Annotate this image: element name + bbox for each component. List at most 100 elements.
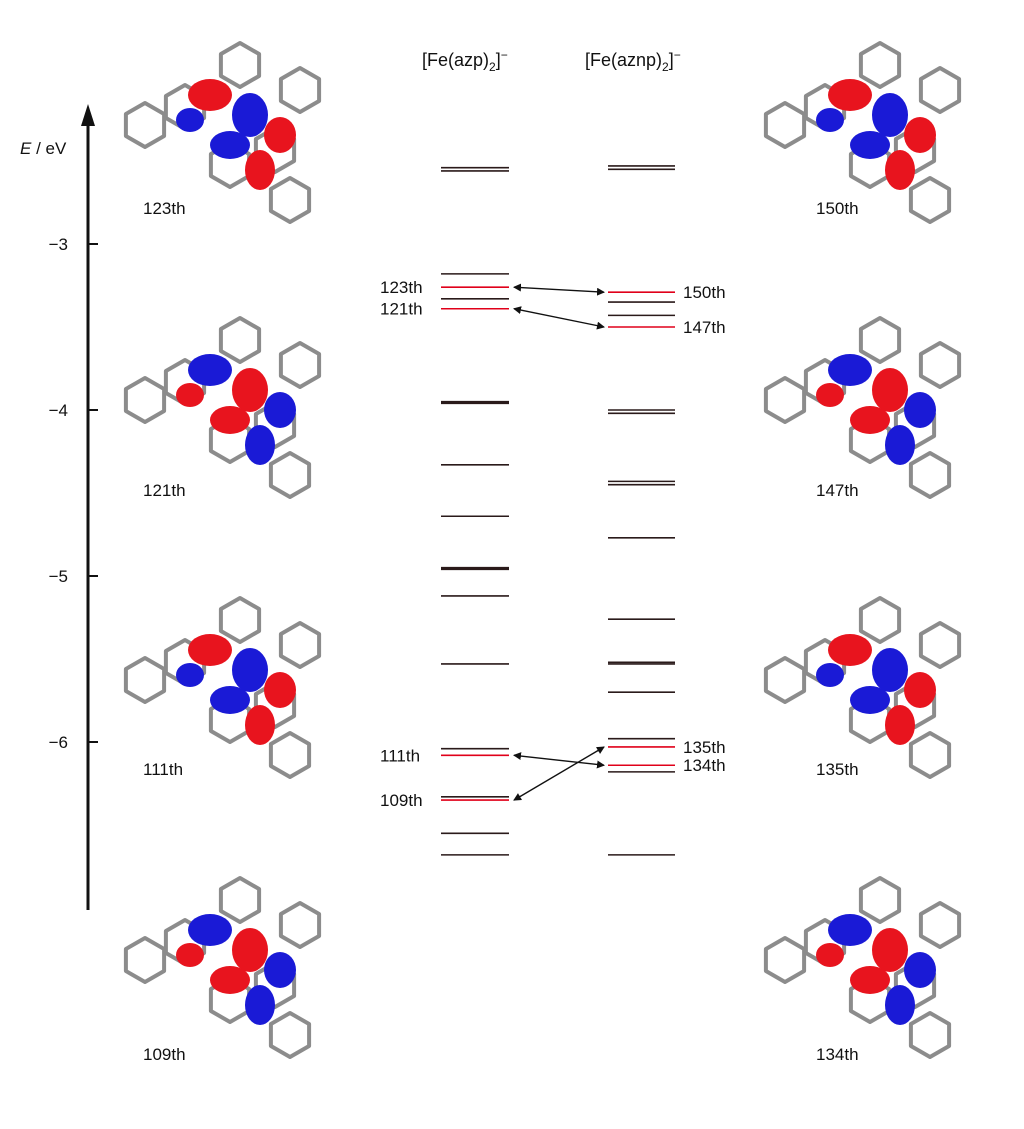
orbital-lobe-positive [176, 383, 204, 407]
molecule-ring [208, 696, 252, 744]
orbital-lobe-negative [245, 425, 275, 465]
molecule-ring [268, 731, 312, 779]
molecule-ring [848, 416, 892, 464]
molecule-ring [763, 936, 807, 984]
molecule-ring [918, 901, 962, 949]
orbital-lobe-positive [904, 117, 936, 153]
molecule-ring [763, 376, 807, 424]
energy-axis-label: E / eV [20, 139, 67, 158]
orbital-lobe-positive [264, 117, 296, 153]
energy-level-label: 134th [683, 756, 726, 775]
orbital-lobe-positive [885, 150, 915, 190]
orbital-lobe-positive [885, 705, 915, 745]
axis-tick-label: −4 [49, 401, 68, 420]
molecule-ring [208, 976, 252, 1024]
molecule-ring [218, 876, 262, 924]
correlation-arrow [513, 752, 605, 769]
molecule-ring [858, 41, 902, 89]
molecule-ring [848, 976, 892, 1024]
correlation-arrows [513, 283, 605, 801]
orbital-lobe-positive [872, 368, 908, 412]
orbital-lobe-negative [232, 648, 268, 692]
orbital-lobe-positive [245, 705, 275, 745]
molecule-ring [858, 596, 902, 644]
orbital-lobe-negative [885, 425, 915, 465]
orbital-lobe-positive [210, 966, 250, 994]
orbital-lobe-positive [872, 928, 908, 972]
orbital-picture: 147th [763, 316, 962, 500]
energy-axis-arrowhead [81, 104, 95, 126]
orbital-lobe-negative [904, 392, 936, 428]
orbital-lobe-negative [828, 914, 872, 946]
molecule-ring [278, 621, 322, 669]
orbital-lobe-negative [850, 686, 890, 714]
molecule-ring [918, 621, 962, 669]
orbital-lobe-positive [232, 368, 268, 412]
molecule-ring [918, 341, 962, 389]
orbital-lobe-positive [904, 672, 936, 708]
orbital-picture: 134th [763, 876, 962, 1064]
energy-level-label: 123th [380, 278, 423, 297]
orbital-picture-label: 135th [816, 760, 859, 779]
molecule-ring [908, 731, 952, 779]
orbital-lobe-negative [232, 93, 268, 137]
orbital-lobe-positive [210, 406, 250, 434]
orbital-picture-label: 147th [816, 481, 859, 500]
correlation-arrow [513, 283, 605, 296]
energy-level-label: 135th [683, 738, 726, 757]
orbital-lobe-positive [828, 79, 872, 111]
axis-tick-label: −3 [49, 235, 68, 254]
molecule-ring [908, 451, 952, 499]
energy-level-label: 109th [380, 791, 423, 810]
orbital-picture: 135th [763, 596, 962, 779]
molecule-ring [763, 101, 807, 149]
orbital-lobe-negative [188, 914, 232, 946]
orbital-lobe-negative [816, 108, 844, 132]
molecule-ring [848, 696, 892, 744]
orbital-lobe-negative [872, 93, 908, 137]
molecule-ring [268, 176, 312, 224]
molecule-ring [268, 1011, 312, 1059]
axis-tick-label: −5 [49, 567, 68, 586]
energy-axis: E / eV −3 −4 −5 −6 [20, 104, 98, 910]
energy-level-label: 121th [380, 300, 423, 319]
orbital-lobe-negative [264, 392, 296, 428]
molecule-ring [268, 451, 312, 499]
correlation-arrow [513, 306, 605, 330]
molecule-ring [908, 176, 952, 224]
orbital-lobe-negative [264, 952, 296, 988]
orbital-lobe-positive [232, 928, 268, 972]
axis-ticks: −3 −4 −5 −6 [49, 235, 98, 752]
axis-tick-label: −6 [49, 733, 68, 752]
orbital-picture-label: 134th [816, 1045, 859, 1064]
energy-level-label: 147th [683, 318, 726, 337]
orbital-lobe-negative [872, 648, 908, 692]
orbital-lobe-negative [210, 131, 250, 159]
orbital-lobe-positive [245, 150, 275, 190]
molecule-ring [858, 876, 902, 924]
orbital-picture: 121th [123, 316, 322, 500]
orbital-lobe-positive [850, 406, 890, 434]
orbital-lobe-positive [828, 634, 872, 666]
molecule-ring [918, 66, 962, 114]
orbital-picture: 150th [763, 41, 962, 224]
orbital-lobe-negative [828, 354, 872, 386]
molecule-ring [858, 316, 902, 364]
molecule-ring [278, 901, 322, 949]
molecule-ring [278, 341, 322, 389]
molecule-ring [208, 141, 252, 189]
orbital-lobe-negative [904, 952, 936, 988]
orbital-lobe-positive [850, 966, 890, 994]
orbital-lobe-negative [850, 131, 890, 159]
molecule-ring [278, 66, 322, 114]
molecule-ring [123, 936, 167, 984]
header-fe-aznp: [Fe(aznp)2]− [585, 48, 681, 74]
correlation-arrow [513, 746, 605, 801]
orbital-lobe-negative [188, 354, 232, 386]
orbital-lobe-negative [176, 108, 204, 132]
molecule-ring [218, 316, 262, 364]
molecule-ring [218, 596, 262, 644]
